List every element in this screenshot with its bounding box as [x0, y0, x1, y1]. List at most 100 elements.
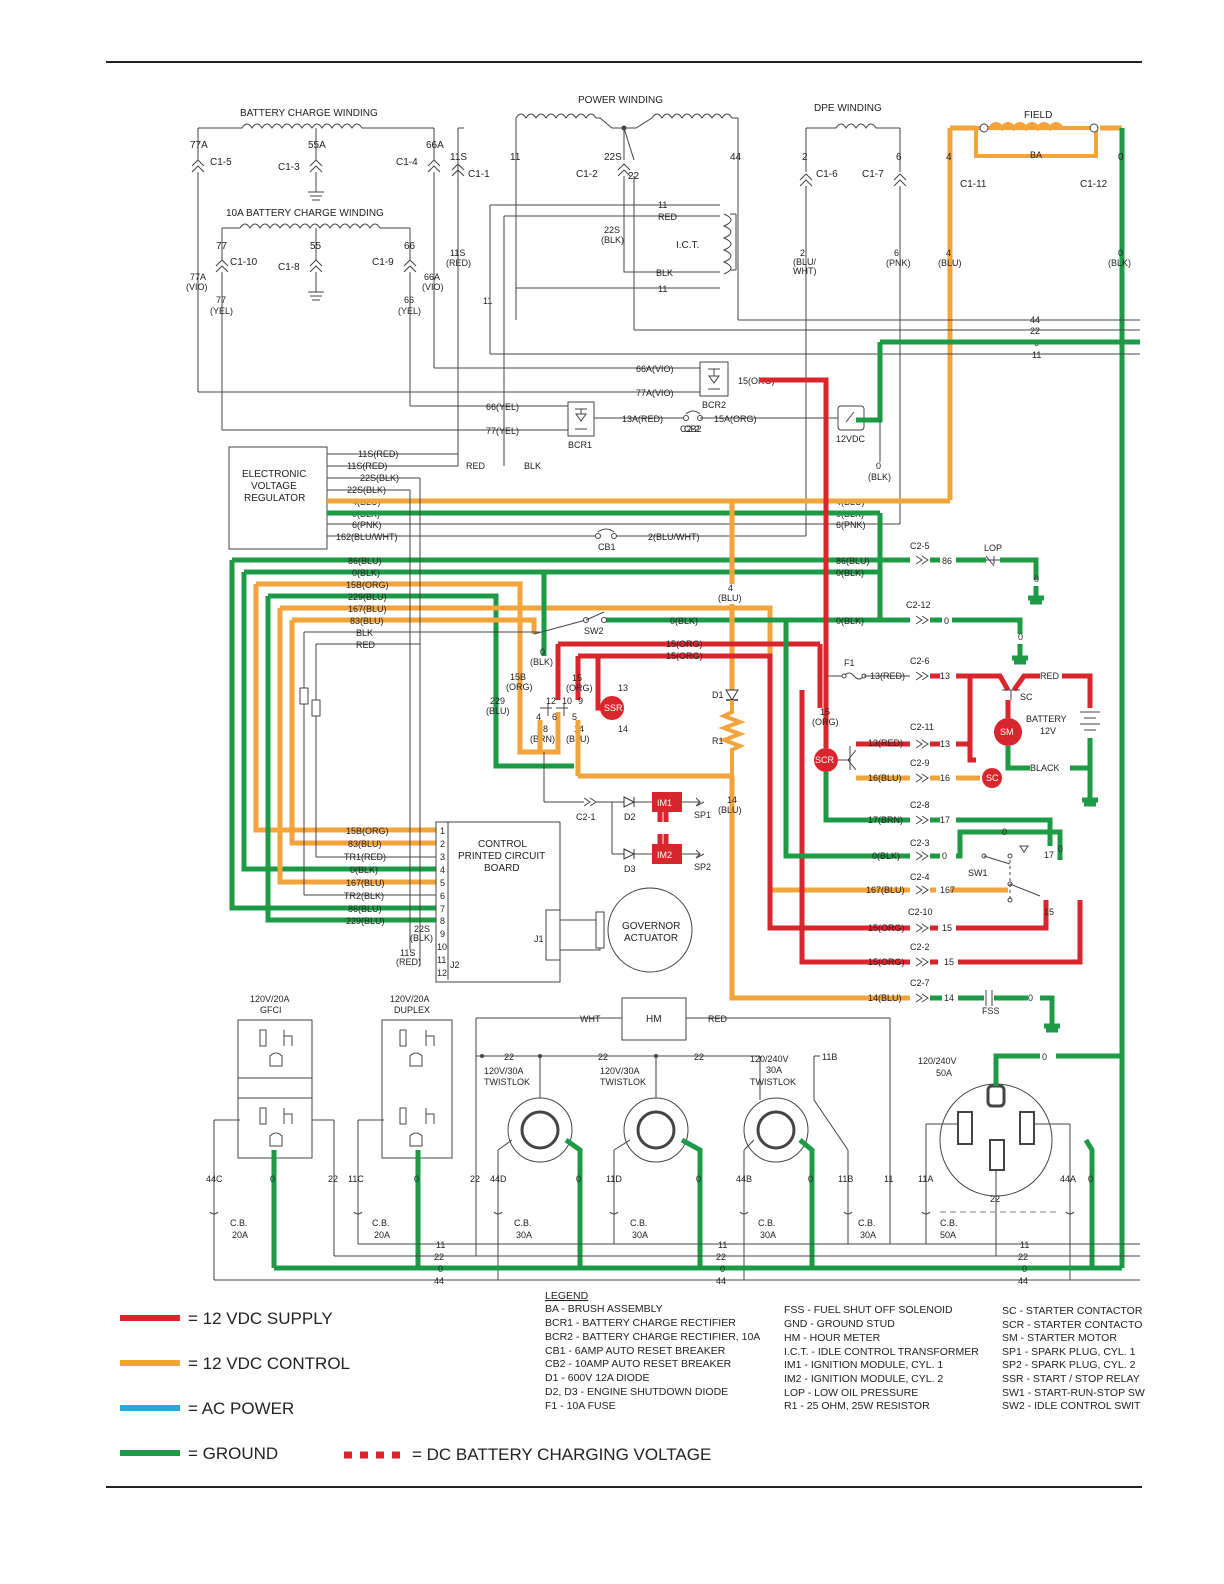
diagram-label: 5 [440, 878, 445, 888]
diagram-label: 11S(RED) [358, 449, 398, 459]
diagram-label: 15 [942, 923, 952, 933]
diagram-label: D2 [624, 812, 636, 822]
diagram-label: 120V/20A [250, 994, 290, 1004]
diagram-label: 2 [440, 839, 445, 849]
diagram-label: 50A [936, 1068, 952, 1078]
diagram-label: 12VDC [836, 434, 866, 444]
diagram-label: (ORG) [506, 682, 533, 692]
diagram-label: 83(BLU) [350, 616, 384, 626]
diagram-label: C2-4 [910, 872, 930, 882]
diagram-label: POWER WINDING [578, 95, 663, 106]
diagram-label: GFCI [260, 1005, 282, 1015]
diagram-label: (BLU/ [793, 257, 817, 267]
diagram-label: C1-1 [468, 169, 490, 180]
diagram-label: 17 [1044, 850, 1054, 860]
diagram-label: RED [658, 212, 678, 222]
diagram-label: 44 [716, 1276, 726, 1286]
diagram-label: 0 [808, 1174, 813, 1184]
diagram-label: 77A(VIO) [636, 388, 674, 398]
diagram-label: SP1 - SPARK PLUG, CYL. 1 [1002, 1346, 1136, 1358]
diagram-label: 44 [434, 1276, 444, 1286]
diagram-label: I.C.T. - IDLE CONTROL TRANSFORMER [784, 1346, 979, 1358]
diagram-label: 11B [838, 1174, 853, 1184]
diagram-label: 15A(ORG) [714, 414, 757, 424]
diagram-label: 11C [348, 1174, 364, 1184]
diagram-label: RED [708, 1014, 728, 1024]
diagram-label: 12V [1040, 726, 1056, 736]
diagram-label: 30A [860, 1230, 876, 1240]
diagram-label: 15(ORG) [666, 639, 703, 649]
diagram-label: C.B. [940, 1218, 958, 1228]
diagram-label: J1 [534, 934, 544, 944]
diagram-label: 0 [270, 1174, 275, 1184]
diagram-label: 7 [440, 904, 445, 914]
diagram-label: 11D [606, 1174, 622, 1184]
sw1: SW1 0 17 0 15 [968, 827, 1063, 917]
diagram-label: 44 [730, 152, 742, 163]
diagram-label: DPE WINDING [814, 103, 882, 114]
diagram-label: 22 [470, 1174, 480, 1184]
diagram-label: 0 [438, 1264, 443, 1274]
diagram-label: 167 [940, 885, 955, 895]
diagram-label: 0(BLK) [350, 865, 378, 875]
diagram-label: 22 [1030, 326, 1040, 336]
diagram-label: 11A [918, 1174, 933, 1184]
diagram-label: C2-10 [908, 907, 933, 917]
diagram-label: 44A [1060, 1174, 1076, 1184]
diagram-label: 14 [618, 724, 628, 734]
diagram-label: (BLK) [410, 933, 433, 943]
diagram-label: 11 [483, 296, 492, 306]
diagram-label: 162(BLU/WHT) [336, 532, 398, 542]
diagram-label: 10 [437, 942, 447, 952]
diagram-label: (YEL) [210, 306, 233, 316]
diagram-label: 22S(BLK) [360, 473, 399, 483]
diagram-label: 30A [516, 1230, 532, 1240]
diagram-label: 86(BLU) [836, 556, 870, 566]
diagram-label: 0(BLK) [352, 568, 380, 578]
diagram-label: RED [466, 461, 486, 471]
diagram-label: 22 [434, 1252, 444, 1262]
diagram-label: 0 [576, 1174, 581, 1184]
ac-buses: 44 22 0 11 [490, 315, 1140, 360]
diagram-label: C2-7 [910, 978, 930, 988]
diagram-label: 12 [546, 696, 556, 706]
diagram-label: SCR [815, 755, 835, 765]
diagram-label: SW1 - START-RUN-STOP SW [1002, 1387, 1145, 1399]
diagram-label: C1-6 [816, 169, 838, 180]
diagram-label: 44D [490, 1174, 507, 1184]
diagram-label: BCR1 - BATTERY CHARGE RECTIFIER [545, 1317, 736, 1329]
diagram-label: C2-6 [910, 656, 930, 666]
diagram-label: (PNK) [886, 258, 911, 268]
diagram-label: 13 [940, 739, 950, 749]
diagram-label: 44C [206, 1174, 223, 1184]
diagram-label: 0(BLK) [836, 568, 864, 578]
diagram-label: LOP [984, 543, 1002, 553]
diagram-label: 18 [538, 724, 548, 734]
diagram-label: (BLK) [1108, 258, 1131, 268]
ac-outlets: HM WHT RED 22 22 22 11B 120V/20A GFCI 12… [206, 994, 1140, 1286]
diagram-label: 20A [374, 1230, 390, 1240]
11s-wire: 11S C1-1 11S (RED) 11 [446, 127, 492, 466]
diagram-label: 4 [946, 152, 952, 163]
diagram-label: 0 [1088, 1174, 1093, 1184]
diagram-label: 0 [876, 461, 881, 471]
diagram-label: 44B [736, 1174, 752, 1184]
diagram-label: 15(ORG) [868, 957, 905, 967]
diagram-label: 22 [598, 1052, 608, 1062]
diagram-label: CB2 - 10AMP AUTO RESET BREAKER [545, 1358, 732, 1370]
c2-connectors: C2-5 C2-12 C2-6 C2-11 C2-9 C2-8 C2-3 C2-… [783, 513, 1083, 1033]
diagram-label: FSS [982, 1006, 1000, 1016]
diagram-label: 14(BLU) [868, 993, 902, 1003]
diagram-label: IM1 - IGNITION MODULE, CYL. 1 [784, 1359, 943, 1371]
diagram-label: 120/240V [918, 1056, 957, 1066]
diagram-label: 2 [802, 152, 808, 163]
diagram-label: 0 [414, 1174, 419, 1184]
diagram-label: 22 [716, 1252, 726, 1262]
diagram-label: RED [1040, 671, 1060, 681]
diagram-label: 0 [1028, 993, 1033, 1003]
diagram-label: 15 [572, 673, 582, 683]
diagram-label: 0 [1022, 1264, 1027, 1274]
diagram-label: C2-5 [910, 541, 930, 551]
diagram-label: 0 [1058, 844, 1063, 854]
